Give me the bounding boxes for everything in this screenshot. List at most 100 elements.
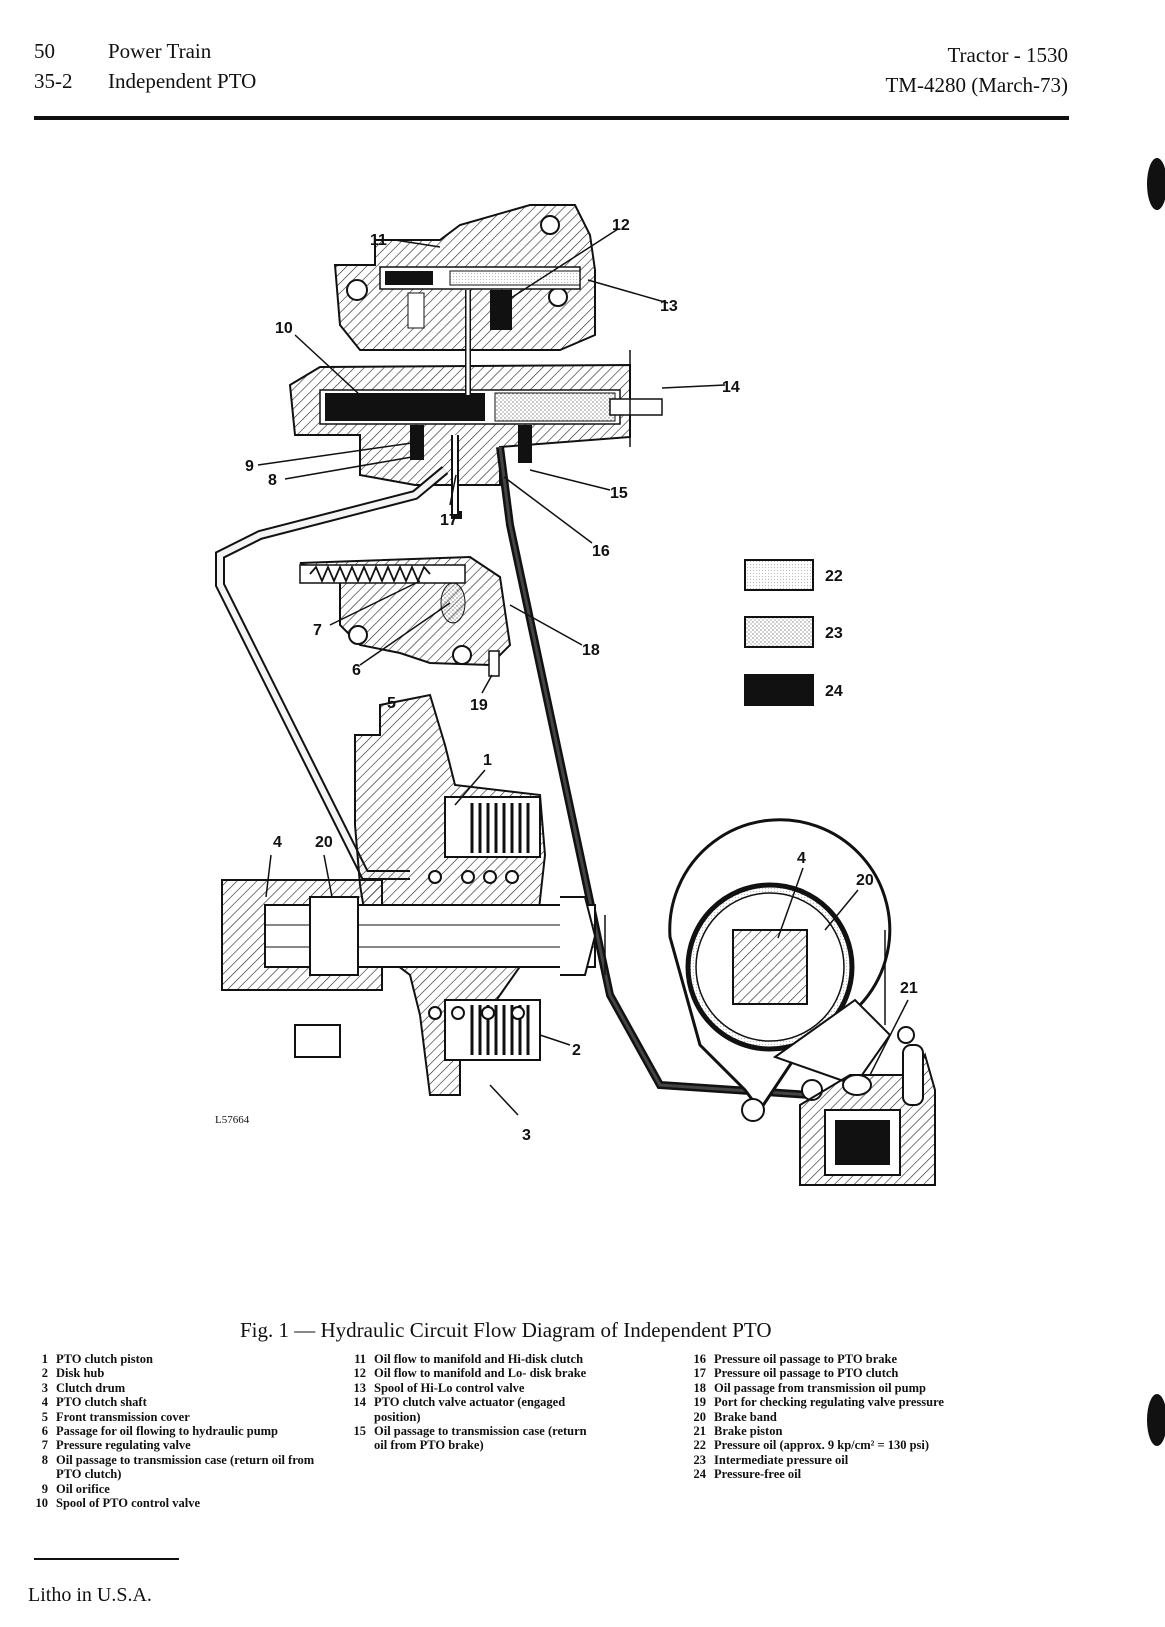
legend-number: 6 (41, 1424, 48, 1439)
key-label-23: 23 (825, 625, 843, 642)
legend-text: Disk hub (56, 1366, 105, 1381)
figure-caption: Fig. 1 — Hydraulic Circuit Flow Diagram … (240, 1318, 772, 1342)
pto-clutch-shaft (221, 879, 606, 1058)
legend-text: Oil passage to transmission case (return… (56, 1452, 315, 1482)
legend-item: 22 Pressure oil (approx. 9 kp/cm² = 130 p… (682, 1438, 1042, 1452)
callout-10: 10 (275, 320, 293, 337)
pressure-regulating-valve-body (299, 555, 512, 677)
section-title: Power Train (108, 39, 212, 63)
header-right: Tractor - 1530 TM-4280 (March-73) (885, 40, 1068, 100)
subsection-title: Independent PTO (108, 69, 257, 93)
legend-text: Oil passage to transmission case (return… (374, 1424, 587, 1453)
legend-number: 21 (693, 1424, 707, 1439)
callout-21: 21 (900, 980, 918, 997)
legend-text: Passage for oil flowing to hydraulic pum… (56, 1424, 279, 1439)
legend-text: Pressure-free oil (714, 1467, 802, 1482)
legend-text: Spool of Hi-Lo control valve (374, 1380, 525, 1395)
legend-item: 15 Oil passage to transmission case (retu… (342, 1424, 592, 1453)
legend-number: 13 (353, 1380, 367, 1395)
callout-14: 14 (722, 379, 740, 396)
callout-8: 8 (268, 472, 277, 489)
legend-number: 8 (41, 1452, 48, 1467)
callout-1: 1 (483, 752, 492, 769)
legend-item: 20 Brake band (682, 1410, 1042, 1424)
callout-20-brake: 20 (856, 872, 874, 889)
legend-number: 23 (693, 1452, 707, 1467)
callout-19: 19 (470, 697, 488, 714)
callout-11: 11 (370, 232, 387, 249)
legend-text: Oil flow to manifold and Lo- disk brake (374, 1366, 587, 1381)
binder-hole-mark-bottom (1147, 1394, 1165, 1446)
legend-number: 12 (353, 1366, 367, 1381)
diagram-callouts: 1 2 3 4 5 6 7 8 9 10 11 12 13 14 15 16 1… (215, 217, 918, 1144)
header-rule (34, 116, 1069, 120)
legend-text: Oil passage from transmission oil pump (714, 1380, 926, 1395)
callout-4: 4 (273, 834, 282, 851)
callout-6: 6 (352, 662, 361, 679)
legend-number: 5 (41, 1409, 48, 1424)
footer-rule (34, 1558, 179, 1560)
hydraulic-circuit-diagram: 1 2 3 4 5 6 7 8 9 10 11 12 13 14 15 16 1… (215, 204, 936, 1186)
legend-number: 18 (693, 1380, 707, 1395)
callout-4-brake: 4 (797, 850, 806, 867)
brake-piston-assembly (799, 1026, 936, 1186)
legend-item: 23 Intermediate pressure oil (682, 1453, 1042, 1467)
legend-number: 19 (693, 1395, 707, 1410)
legend-text: Spool of PTO control valve (56, 1496, 200, 1511)
footer-text: Litho in U.S.A. (28, 1584, 152, 1606)
legend-number: 9 (41, 1481, 48, 1496)
legend-number: 20 (693, 1409, 707, 1424)
legend-number: 24 (693, 1467, 707, 1482)
callout-18: 18 (582, 642, 600, 659)
pto-clutch-assembly (354, 693, 547, 1096)
drawing-id: L57664 (215, 1114, 250, 1126)
legend-text: Pressure regulating valve (56, 1438, 191, 1453)
oil-key (744, 559, 814, 706)
legend-number: 17 (693, 1366, 707, 1381)
legend-item: 12 Oil flow to manifold and Lo- disk brak… (342, 1366, 592, 1380)
header-left: 50 Power Train 35-2 Independent PTO (34, 36, 256, 96)
binder-hole-mark-top (1147, 158, 1165, 210)
legend-text: Pressure oil passage to PTO brake (714, 1352, 897, 1366)
legend-number: 7 (41, 1438, 48, 1453)
callout-5: 5 (387, 695, 396, 712)
legend-item: 13 Spool of Hi-Lo control valve (342, 1381, 592, 1395)
section-number: 35-2 (34, 69, 73, 93)
legend-number: 22 (693, 1438, 707, 1453)
legend-text: PTO clutch shaft (56, 1395, 147, 1410)
callout-7: 7 (313, 622, 322, 639)
legend-number: 15 (353, 1424, 367, 1439)
callout-15: 15 (610, 485, 628, 502)
callout-9: 9 (245, 458, 254, 475)
callout-12: 12 (612, 217, 630, 234)
legend-number: 14 (353, 1395, 367, 1410)
legend-text: Pressure oil (approx. 9 kp/cm² = 130 psi… (714, 1438, 930, 1453)
callout-3: 3 (522, 1127, 531, 1144)
legend-text: Brake band (714, 1409, 777, 1424)
legend-item: 8 Oil passage to transmission case (retur… (24, 1453, 324, 1482)
legend-number: 1 (41, 1352, 48, 1366)
legend-item: 6 Passage for oil flowing to hydraulic pu… (24, 1424, 324, 1438)
legend-item: 24 Pressure-free oil (682, 1467, 1042, 1481)
legend-number: 16 (693, 1352, 707, 1366)
page-number: 50 (34, 39, 55, 63)
callout-13: 13 (660, 298, 678, 315)
callout-2: 2 (572, 1042, 581, 1059)
legend-text: Oil flow to manifold and Hi-disk clutch (374, 1352, 584, 1366)
legend-text: Clutch drum (56, 1380, 126, 1395)
legend-item: 16 Pressure oil passage to PTO brake (682, 1352, 1042, 1366)
legend-text: Intermediate pressure oil (714, 1452, 849, 1467)
legend-item: 7 Pressure regulating valve (24, 1438, 324, 1452)
